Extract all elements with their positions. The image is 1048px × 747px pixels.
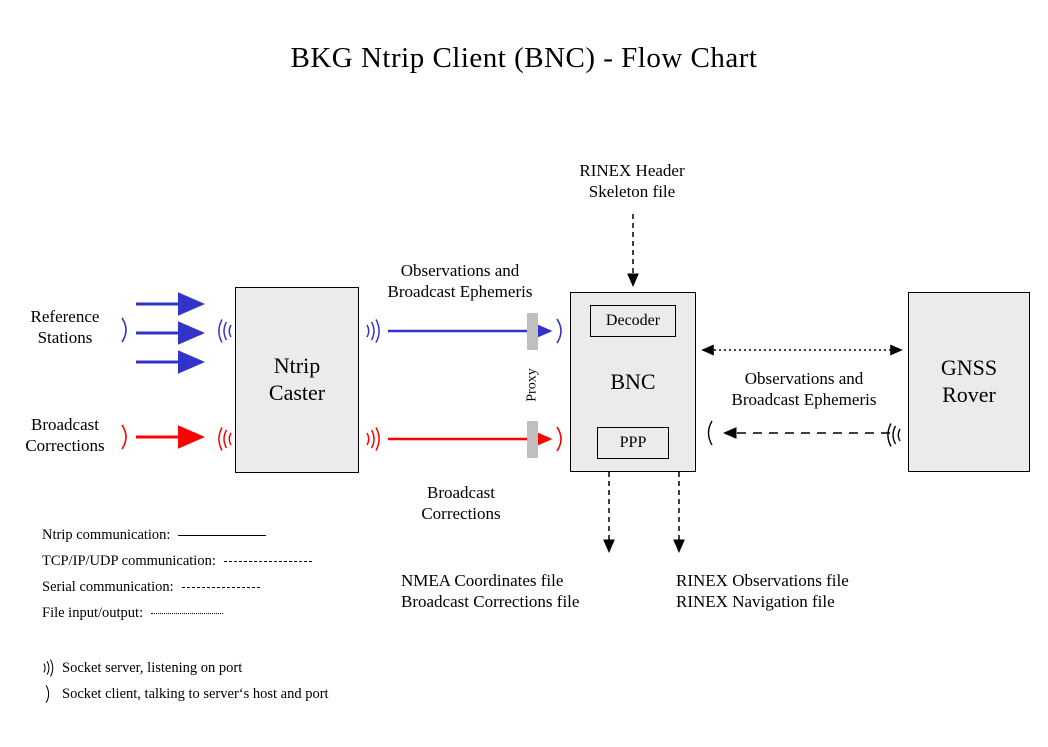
socket-server-icon-caster-in-corr xyxy=(212,424,236,454)
legend-item-file-input-output: File input/output: xyxy=(42,600,312,626)
arrow-caster-to-bnc-corrections xyxy=(388,427,560,451)
socket-client-icon-legend xyxy=(36,683,62,705)
legend-label-serial-communication: Serial communication: xyxy=(42,578,174,595)
legend-item-ntrip-communication: Ntrip communication: xyxy=(42,522,312,548)
legend-label-socket-client: Socket client, talking to server‘s host … xyxy=(62,685,329,702)
socket-server-icon-rover xyxy=(881,420,905,450)
socket-client-icon-broadcast-corrections xyxy=(118,422,134,452)
node-ntrip-caster[interactable]: Ntrip Caster xyxy=(235,287,359,473)
legend-item-socket-server: Socket server, listening on port xyxy=(36,655,329,681)
node-bnc-decoder-label: Decoder xyxy=(605,312,661,330)
legend-label-file-input-output: File input/output: xyxy=(42,604,144,621)
legend-label-tcpip-udp-communication: TCP/IP/UDP communication: xyxy=(42,552,216,569)
node-gnss-rover-label: GNSS Rover xyxy=(940,355,998,407)
node-bnc-ppp-label: PPP xyxy=(619,434,647,452)
socket-client-icon-reference-stations xyxy=(118,315,134,345)
proxy-bar-bottom xyxy=(527,421,538,458)
arrow-rover-to-bnc-tcpip xyxy=(718,421,896,445)
legend-label-ntrip-communication: Ntrip communication: xyxy=(42,526,171,543)
arrow-bnc-to-nmea-files xyxy=(598,472,622,560)
label-nmea-output-files: NMEA Coordinates file Broadcast Correcti… xyxy=(401,571,580,612)
socket-server-icon-caster-in-obs xyxy=(212,316,236,346)
arrow-caster-to-bnc-observations xyxy=(388,319,560,343)
legend-swatch-dashdot-line xyxy=(181,586,260,588)
node-bnc-ppp[interactable]: PPP xyxy=(597,426,669,459)
socket-client-icon-bnc-corr xyxy=(553,424,569,454)
legend-swatch-dotted-line xyxy=(151,612,224,614)
arrow-skeleton-file-to-bnc xyxy=(622,214,646,294)
arrow-bnc-to-rinex-files xyxy=(668,472,692,560)
legend-item-tcpip-udp-communication: TCP/IP/UDP communication: xyxy=(42,548,312,574)
legend-swatch-dashed-line xyxy=(223,560,312,562)
proxy-bar-top xyxy=(527,313,538,350)
label-observations-ephemeris-right: Observations and Broadcast Ephemeris xyxy=(731,369,877,410)
label-rinex-output-files: RINEX Observations file RINEX Navigation… xyxy=(676,571,849,612)
node-bnc-label: BNC xyxy=(610,368,656,394)
proxy-label-wrapper: Proxy xyxy=(503,362,563,408)
node-bnc-decoder[interactable]: Decoder xyxy=(590,305,676,337)
label-rinex-header-skeleton: RINEX Header Skeleton file xyxy=(579,161,685,202)
socket-server-icon-legend xyxy=(36,657,62,679)
label-observations-ephemeris-middle: Observations and Broadcast Ephemeris xyxy=(387,261,533,302)
arrows-reference-stations-to-caster xyxy=(136,292,218,388)
label-broadcast-corrections-middle: Broadcast Corrections xyxy=(421,483,501,524)
label-reference-stations: Reference Stations xyxy=(30,307,100,348)
label-broadcast-corrections-input: Broadcast Corrections xyxy=(25,415,105,456)
socket-server-icon-caster-out-obs xyxy=(362,316,386,346)
node-bnc[interactable]: Decoder BNC PPP xyxy=(570,292,696,472)
proxy-label: Proxy xyxy=(524,368,540,402)
node-ntrip-caster-label: Ntrip Caster xyxy=(268,353,326,405)
socket-client-icon-bnc-obs xyxy=(553,316,569,346)
legend-socket-symbols: Socket server, listening on port Socket … xyxy=(36,655,329,707)
arrow-broadcast-corrections-to-caster xyxy=(136,425,218,449)
arrow-bnc-rover-serial-bidirectional xyxy=(698,338,908,362)
socket-server-icon-caster-out-corr xyxy=(362,424,386,454)
legend-line-styles: Ntrip communication: TCP/IP/UDP communic… xyxy=(42,522,312,626)
legend-swatch-solid-line xyxy=(178,534,267,536)
node-gnss-rover[interactable]: GNSS Rover xyxy=(908,292,1030,472)
page-title: BKG Ntrip Client (BNC) - Flow Chart xyxy=(290,42,758,74)
socket-client-icon-bnc-rover xyxy=(702,418,716,448)
legend-item-socket-client: Socket client, talking to server‘s host … xyxy=(36,681,329,707)
legend-item-serial-communication: Serial communication: xyxy=(42,574,312,600)
legend-label-socket-server: Socket server, listening on port xyxy=(62,659,243,676)
